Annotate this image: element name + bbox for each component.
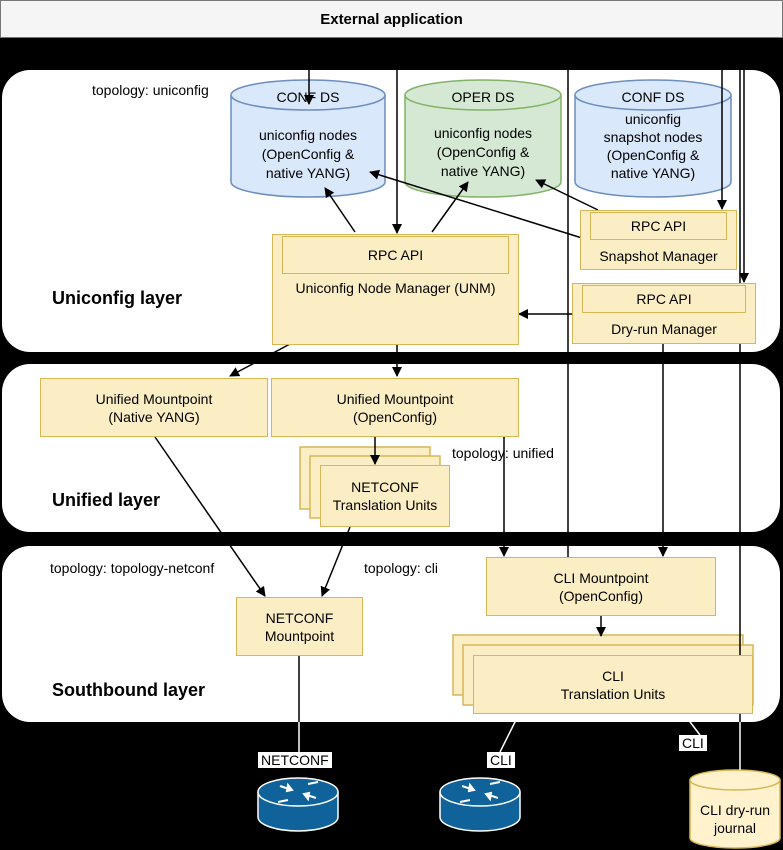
external-application-label: External application [320,10,463,28]
netconf-mountpoint-label: NETCONF Mountpoint [264,609,335,644]
uniconfig-layer-title: Uniconfig layer [52,288,183,308]
netconf-protocol-label: NETCONF [258,752,332,768]
snapshot-manager-label: Snapshot Manager [599,248,718,264]
device-connectors [298,713,741,770]
oper-ds-cylinder [404,79,562,198]
cli-journal-protocol-label: CLI [679,735,707,751]
snapshot-rpc-api: RPC API [590,212,727,240]
unified-mountpoint-openconfig-label: Unified Mountpoint (OpenConfig) [336,390,454,425]
oper-ds-title: OPER DS [451,89,515,105]
dryrun-manager-label: Dry-run Manager [611,321,717,337]
cli-mountpoint-label: CLI Mountpoint (OpenConfig) [553,569,649,604]
snapshot-ds-title: CONF DS [621,89,685,105]
cli-protocol-label: CLI [487,752,515,768]
unm-rpc-api-label: RPC API [367,247,424,263]
netconf-router-icon [257,777,339,832]
conf-ds-body: uniconfig nodes (OpenConfig & native YAN… [258,127,358,181]
dryrun-rpc-api: RPC API [582,285,746,313]
snapshot-ds-cylinder [574,79,732,198]
connector-arrows [154,40,749,724]
dryrun-rpc-api-label: RPC API [636,291,692,307]
topology-cli-label: topology: cli [364,560,438,576]
conf-ds-title: CONF DS [276,89,340,105]
journal-cylinder [689,769,781,849]
snapshot-rpc-api-label: RPC API [630,218,687,234]
netconf-mountpoint: NETCONF Mountpoint [236,597,363,656]
unified-layer-title: Unified layer [52,490,161,510]
unified-mountpoint-native: Unified Mountpoint (Native YANG) [40,378,268,437]
snapshot-ds-body: uniconfig snapshot nodes (OpenConfig & n… [603,111,703,181]
unified-mountpoint-native-label: Unified Mountpoint (Native YANG) [95,390,213,425]
cli-translation-units: CLI Translation Units [473,655,753,714]
conf-ds-cylinder [230,79,386,198]
netconf-translation-units-label: NETCONF Translation Units [332,479,438,513]
topology-uniconfig-label: topology: uniconfig [92,82,209,98]
cli-router-icon [439,777,521,832]
oper-ds-body: uniconfig nodes (OpenConfig & native YAN… [433,125,533,179]
unm-rpc-api: RPC API [282,236,509,274]
netconf-translation-units: NETCONF Translation Units [320,465,450,527]
cli-translation-units-label: CLI Translation Units [560,667,666,702]
unm-label: Uniconfig Node Manager (UNM) [295,280,496,296]
cli-mountpoint: CLI Mountpoint (OpenConfig) [486,557,716,616]
topology-unified-label: topology: unified [452,445,554,461]
unified-mountpoint-openconfig: Unified Mountpoint (OpenConfig) [271,378,519,437]
southbound-layer-title: Southbound layer [52,680,205,700]
external-application: External application [0,0,783,38]
journal-body: CLI dry-run journal [699,802,771,836]
topology-netconf-label: topology: topology-netconf [50,560,215,576]
